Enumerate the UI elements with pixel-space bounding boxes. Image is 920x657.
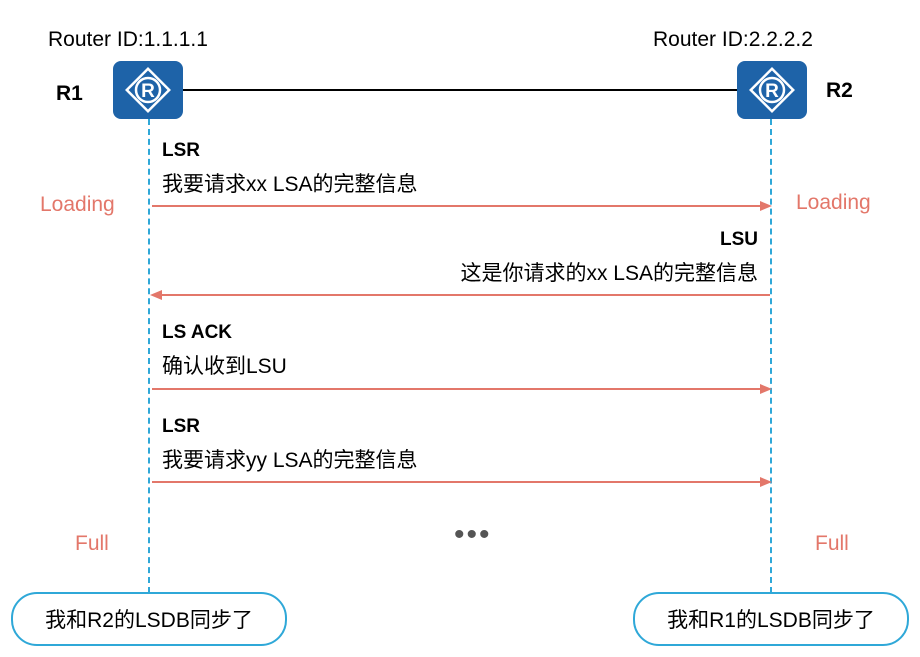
msg-1-arrow	[152, 201, 772, 211]
msg-2-text: 这是你请求的xx LSA的完整信息	[460, 262, 758, 285]
msg-3-title: LS ACK	[162, 322, 233, 343]
r1-status-box: 我和R2的LSDB同步了	[11, 592, 287, 646]
continuation-ellipsis: •••	[454, 518, 492, 551]
msg-3-text: 确认收到LSU	[162, 355, 287, 378]
r1-name: R1	[56, 82, 83, 105]
msg-1-title: LSR	[162, 140, 200, 161]
r1-state-loading: Loading	[40, 193, 115, 216]
r1-router-icon: R	[113, 61, 183, 119]
router-link	[183, 89, 737, 91]
msg-2-arrow	[150, 290, 770, 300]
svg-text:R: R	[141, 81, 155, 102]
msg-1-text: 我要请求xx LSA的完整信息	[162, 173, 418, 196]
r1-state-full: Full	[75, 532, 109, 555]
msg-3-arrow	[152, 384, 772, 394]
r2-status-text: 我和R1的LSDB同步了	[667, 609, 875, 632]
msg-2-title: LSU	[720, 229, 758, 250]
svg-text:R: R	[765, 81, 779, 102]
r2-state-full: Full	[815, 532, 849, 555]
r2-name: R2	[826, 79, 853, 102]
msg-4-arrow	[152, 477, 772, 487]
r1-router-id: Router ID:1.1.1.1	[48, 28, 208, 51]
r2-router-icon: R	[737, 61, 807, 119]
r2-lifeline	[770, 119, 772, 593]
r2-router-id: Router ID:2.2.2.2	[653, 28, 813, 51]
msg-4-text: 我要请求yy LSA的完整信息	[162, 449, 418, 472]
msg-4-title: LSR	[162, 416, 200, 437]
r1-status-text: 我和R2的LSDB同步了	[45, 609, 253, 632]
r1-lifeline	[148, 119, 150, 593]
r2-status-box: 我和R1的LSDB同步了	[633, 592, 909, 646]
r2-state-loading: Loading	[796, 191, 871, 214]
